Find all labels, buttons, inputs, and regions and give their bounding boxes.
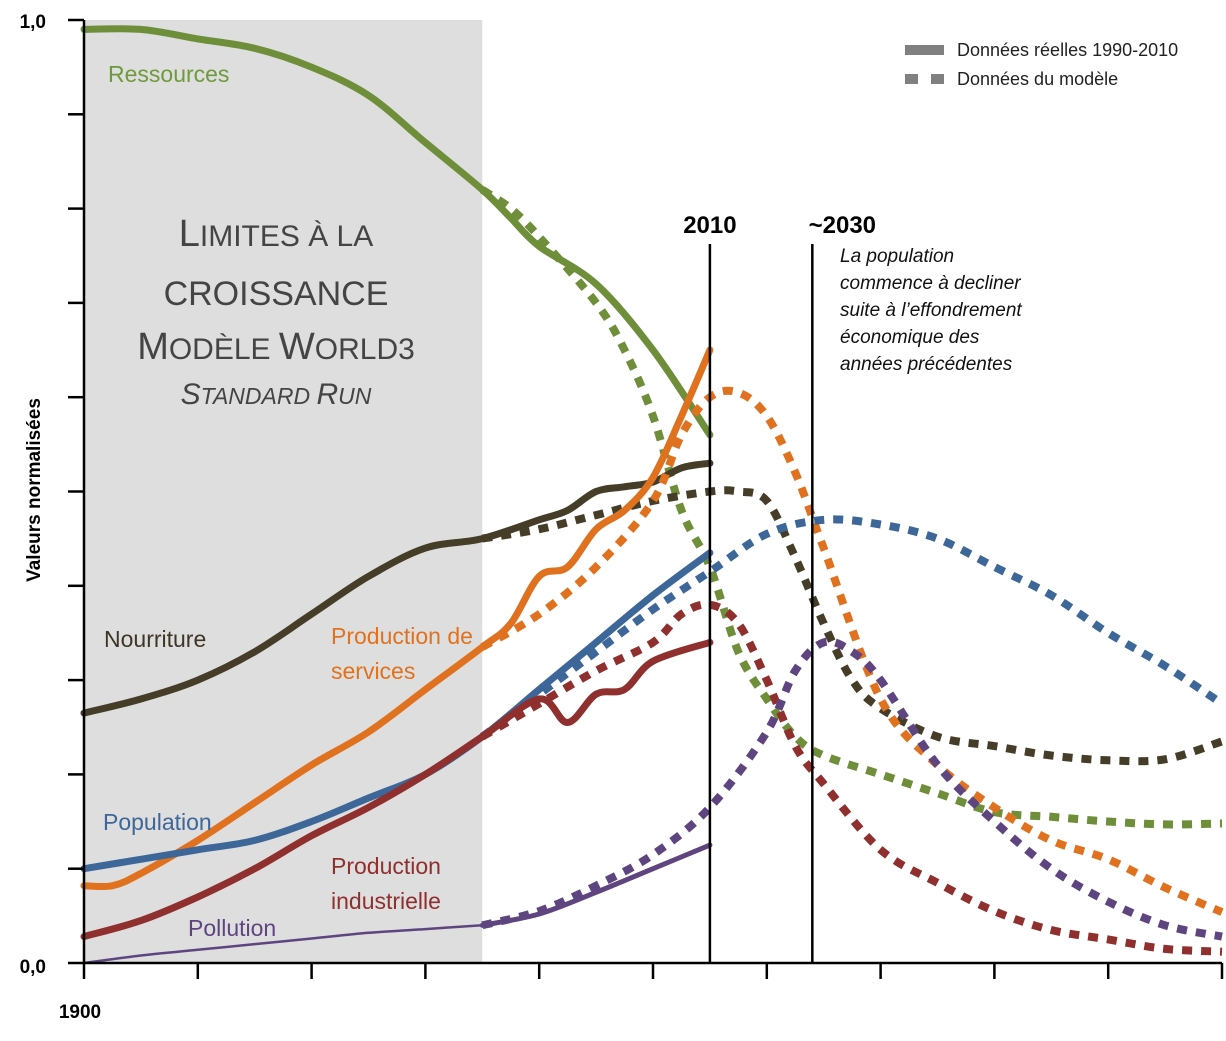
annotation-line-1: La population <box>840 246 954 267</box>
annotation-line-3: suite à l’effondrement <box>840 300 1022 321</box>
y-tick-label-bottom: 0,0 <box>20 957 46 978</box>
production-de-services-label-2: services <box>331 658 415 684</box>
production-industrielle-observed-line <box>80 638 714 941</box>
chart-title-line-4: STANDARD RUN <box>181 378 372 411</box>
production-industrielle-label-2: industrielle <box>331 888 441 914</box>
legend-label: Données réelles 1990-2010 <box>957 40 1178 60</box>
title-block: LIMITES À LA CROISSANCE MODÈLE WORLD3STAND… <box>137 213 415 411</box>
chart-title-line-2: CROISSANCE <box>164 275 389 313</box>
pollution-model-line <box>481 637 1223 941</box>
annotation-line-4: économique des <box>840 327 980 348</box>
marker-label-2: ~2030 <box>809 212 876 239</box>
nourriture-observed-line <box>80 459 714 717</box>
pollution-observed-recent-line <box>479 842 713 928</box>
historical-shaded-region <box>84 20 483 963</box>
population-model-line <box>479 515 1225 740</box>
annotation-line-5: années précédentes <box>840 354 1013 375</box>
chart-title-line-3: MODÈLE WORLD3 <box>137 326 415 368</box>
ressources-label-1: Ressources <box>108 61 229 87</box>
ressources-model-line <box>480 186 1223 829</box>
population-label-1: Population <box>103 809 212 835</box>
production-de-services-label-1: Production de <box>331 623 473 649</box>
production-industrielle-label-1: Production <box>331 853 441 879</box>
production-de-services-model-line <box>480 386 1224 916</box>
x-tick-label-1900: 1900 <box>59 1002 101 1023</box>
annotation-line-2: commence à decliner <box>840 273 1021 294</box>
legend-label: Données du modèle <box>957 69 1118 89</box>
ressources-observed-line <box>80 25 714 439</box>
nourriture-model-line <box>481 486 1224 766</box>
y-axis-label: Valeurs normalisées <box>24 398 45 582</box>
marker-lines: 2010 ~2030 <box>683 212 876 963</box>
series-lines <box>80 25 1225 965</box>
annotation-text: La population commence à decliner suite à … <box>840 246 1022 375</box>
axes: 1,0 0,0 1900 <box>20 12 1224 1023</box>
y-tick-label-top: 1,0 <box>20 12 46 33</box>
legend-item-1: Données réelles 1990-2010 <box>905 40 1178 60</box>
legend-item-2: Données du modèle <box>905 69 1118 89</box>
marker-label-1: 2010 <box>683 212 736 239</box>
nourriture-label-1: Nourriture <box>104 626 206 652</box>
pollution-observed-line <box>82 924 484 965</box>
chart-title-line-1: LIMITES À LA <box>179 213 374 255</box>
pollution-label-1: Pollution <box>188 915 276 941</box>
